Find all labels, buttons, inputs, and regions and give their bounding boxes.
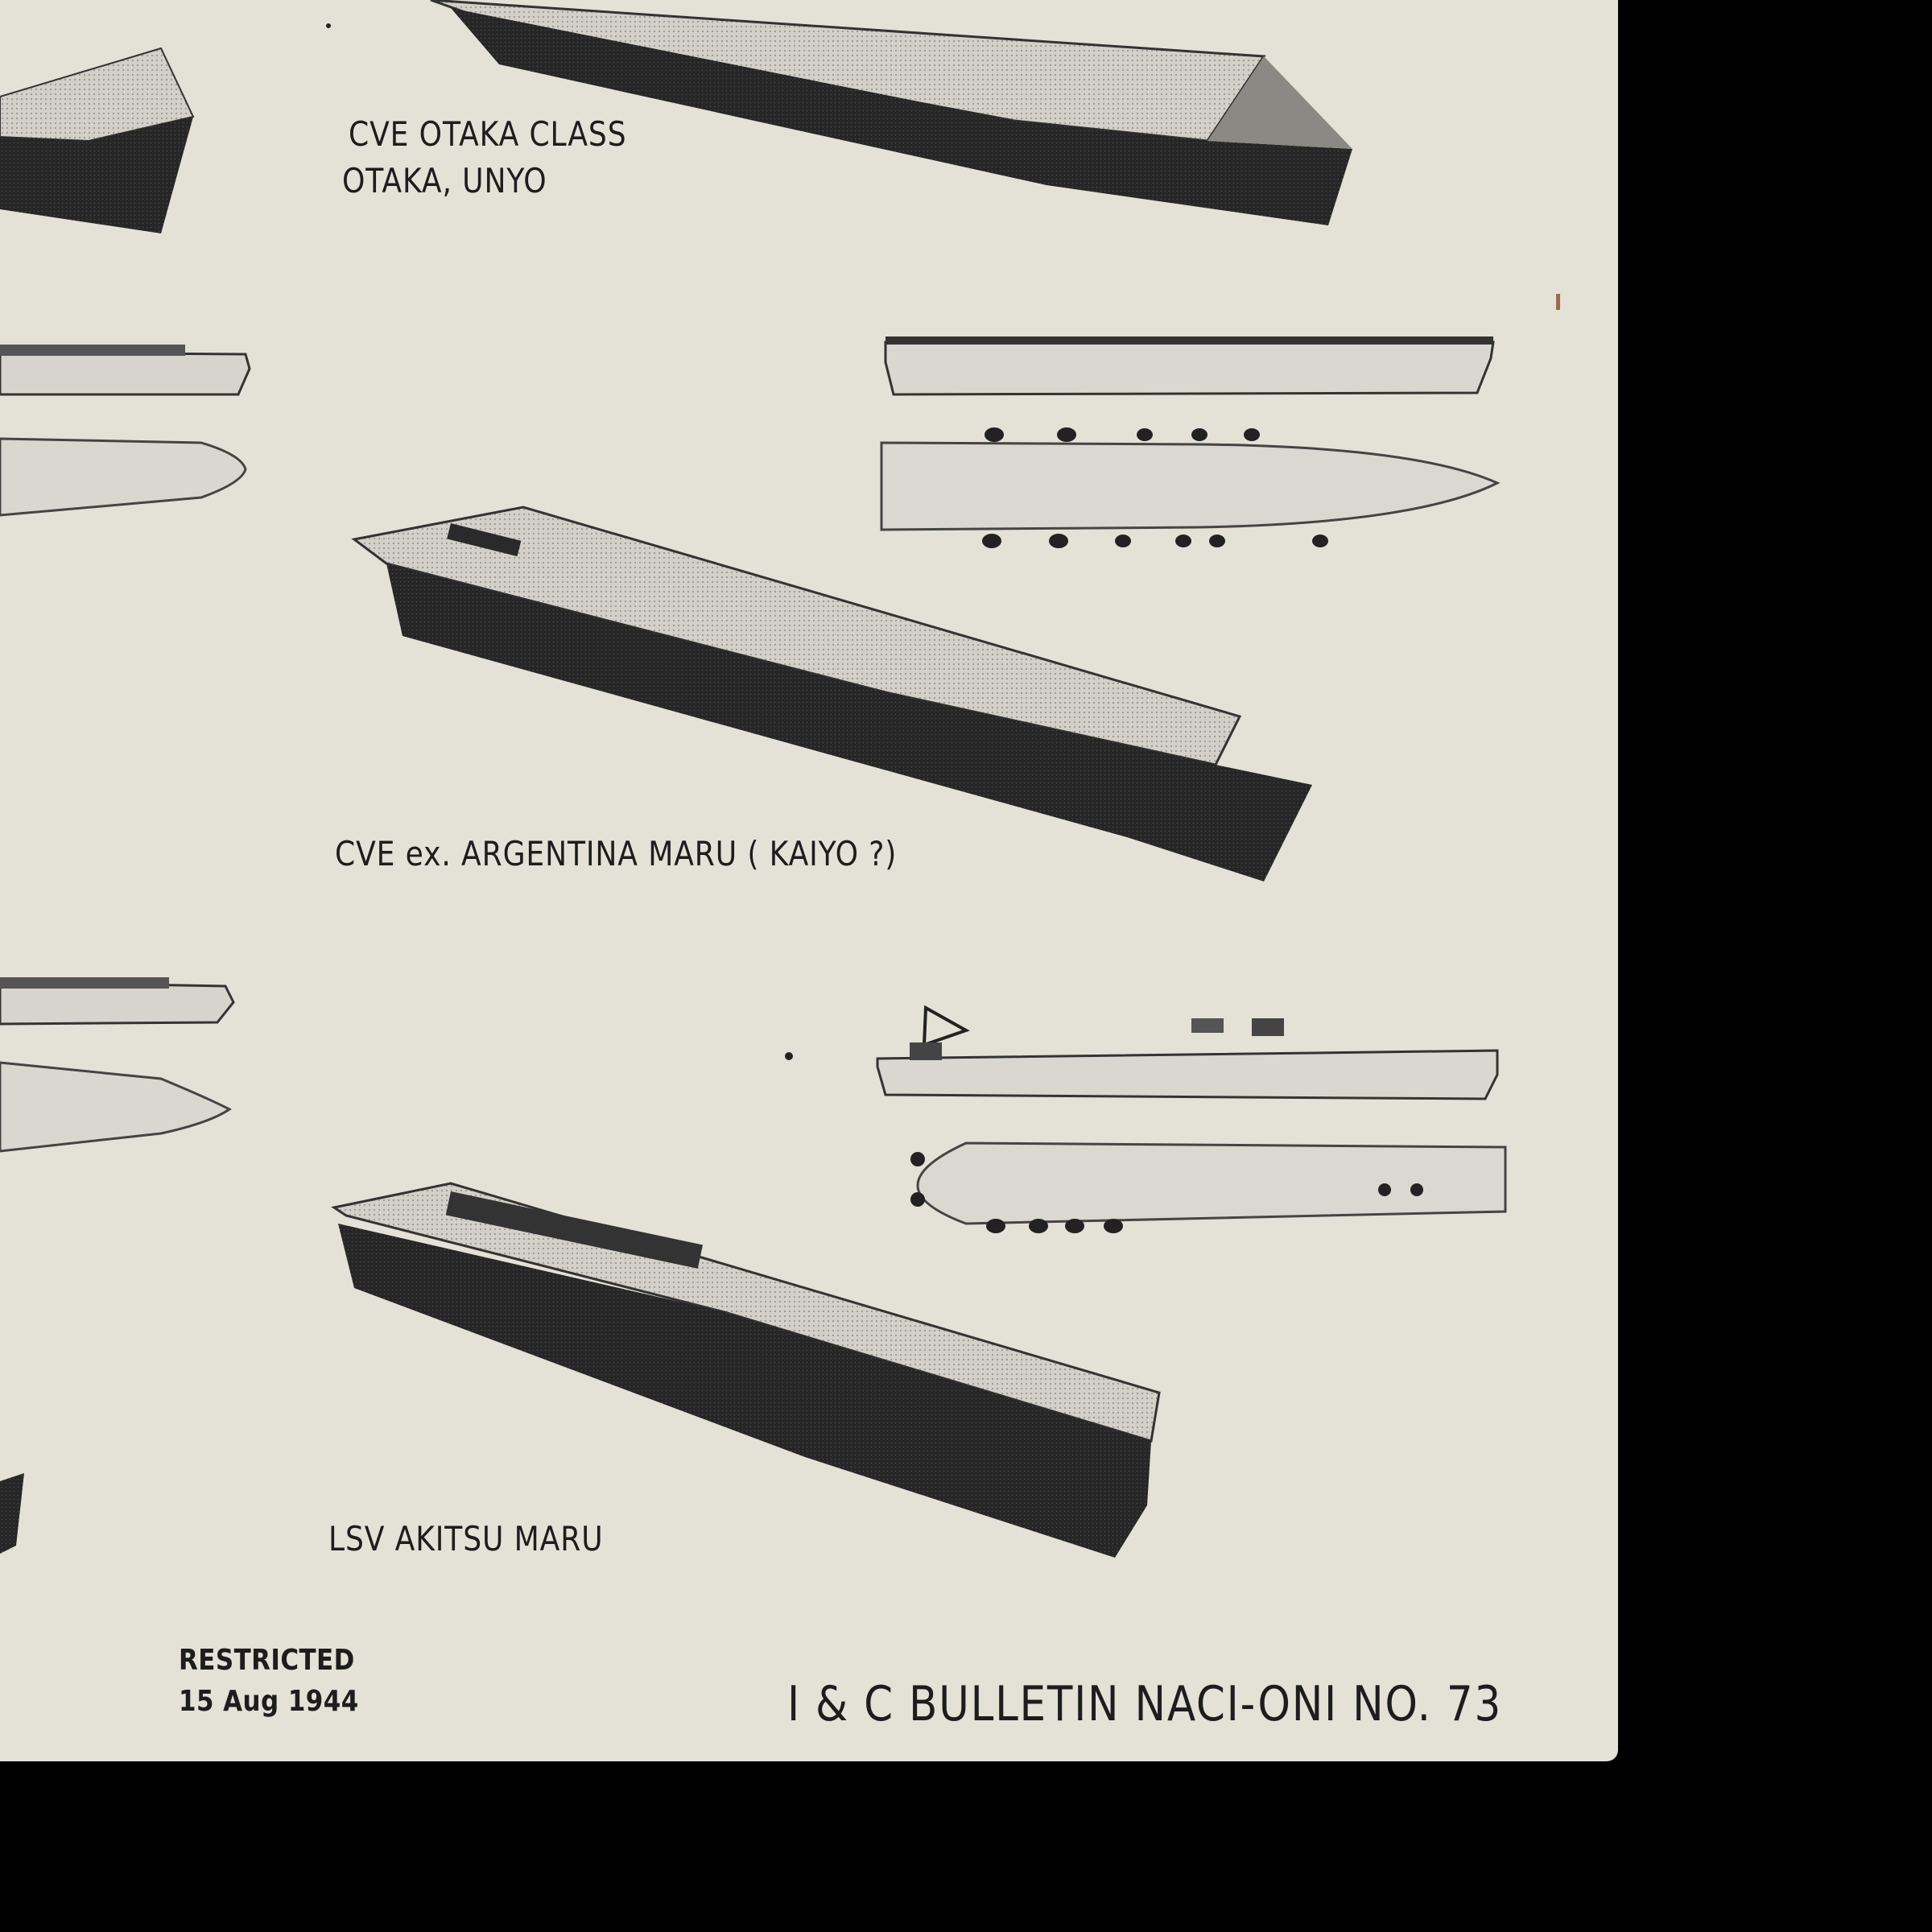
ink-speck — [785, 1052, 793, 1060]
argentina-maru-profile-drawing — [884, 336, 1495, 396]
bulletin-title: I & C BULLETIN NACI-ONI NO. 73 — [787, 1676, 1503, 1732]
akitsu-maru-plan-drawing — [910, 1141, 1507, 1233]
akitsu-maru-profile-drawing — [876, 1005, 1499, 1100]
hull-partial-bottom-left — [0, 1473, 24, 1554]
caption-argentina-maru: CVE ex. ARGENTINA MARU ( KAIYO ?) — [335, 834, 898, 873]
ink-speck — [326, 23, 331, 28]
plan-partial-left-1 — [0, 437, 247, 517]
plan-partial-left-2 — [0, 1061, 232, 1153]
caption-otaka-ships: OTAKA, UNYO — [342, 161, 547, 200]
ship-illustrations — [0, 0, 1560, 1558]
profile-partial-left-2 — [0, 977, 235, 1026]
profile-partial-left-1 — [0, 345, 251, 396]
bulletin-date: 15 Aug 1944 — [179, 1685, 359, 1718]
caption-akitsu-maru: LSV AKITSU MARU — [328, 1519, 604, 1558]
carrier-partial-top-left — [0, 47, 195, 233]
paper-fiber — [1556, 294, 1560, 310]
otaka-class-carrier-drawing — [430, 0, 1352, 225]
caption-otaka-class: CVE OTAKA CLASS — [349, 114, 627, 154]
argentina-maru-oblique-drawing — [351, 506, 1312, 881]
classification-marking: RESTRICTED — [179, 1644, 355, 1677]
bulletin-page: CVE OTAKA CLASS OTAKA, UNYO CVE ex. ARGE… — [0, 0, 1618, 1761]
akitsu-maru-oblique-drawing — [331, 1182, 1161, 1558]
argentina-maru-plan-drawing — [880, 427, 1501, 548]
